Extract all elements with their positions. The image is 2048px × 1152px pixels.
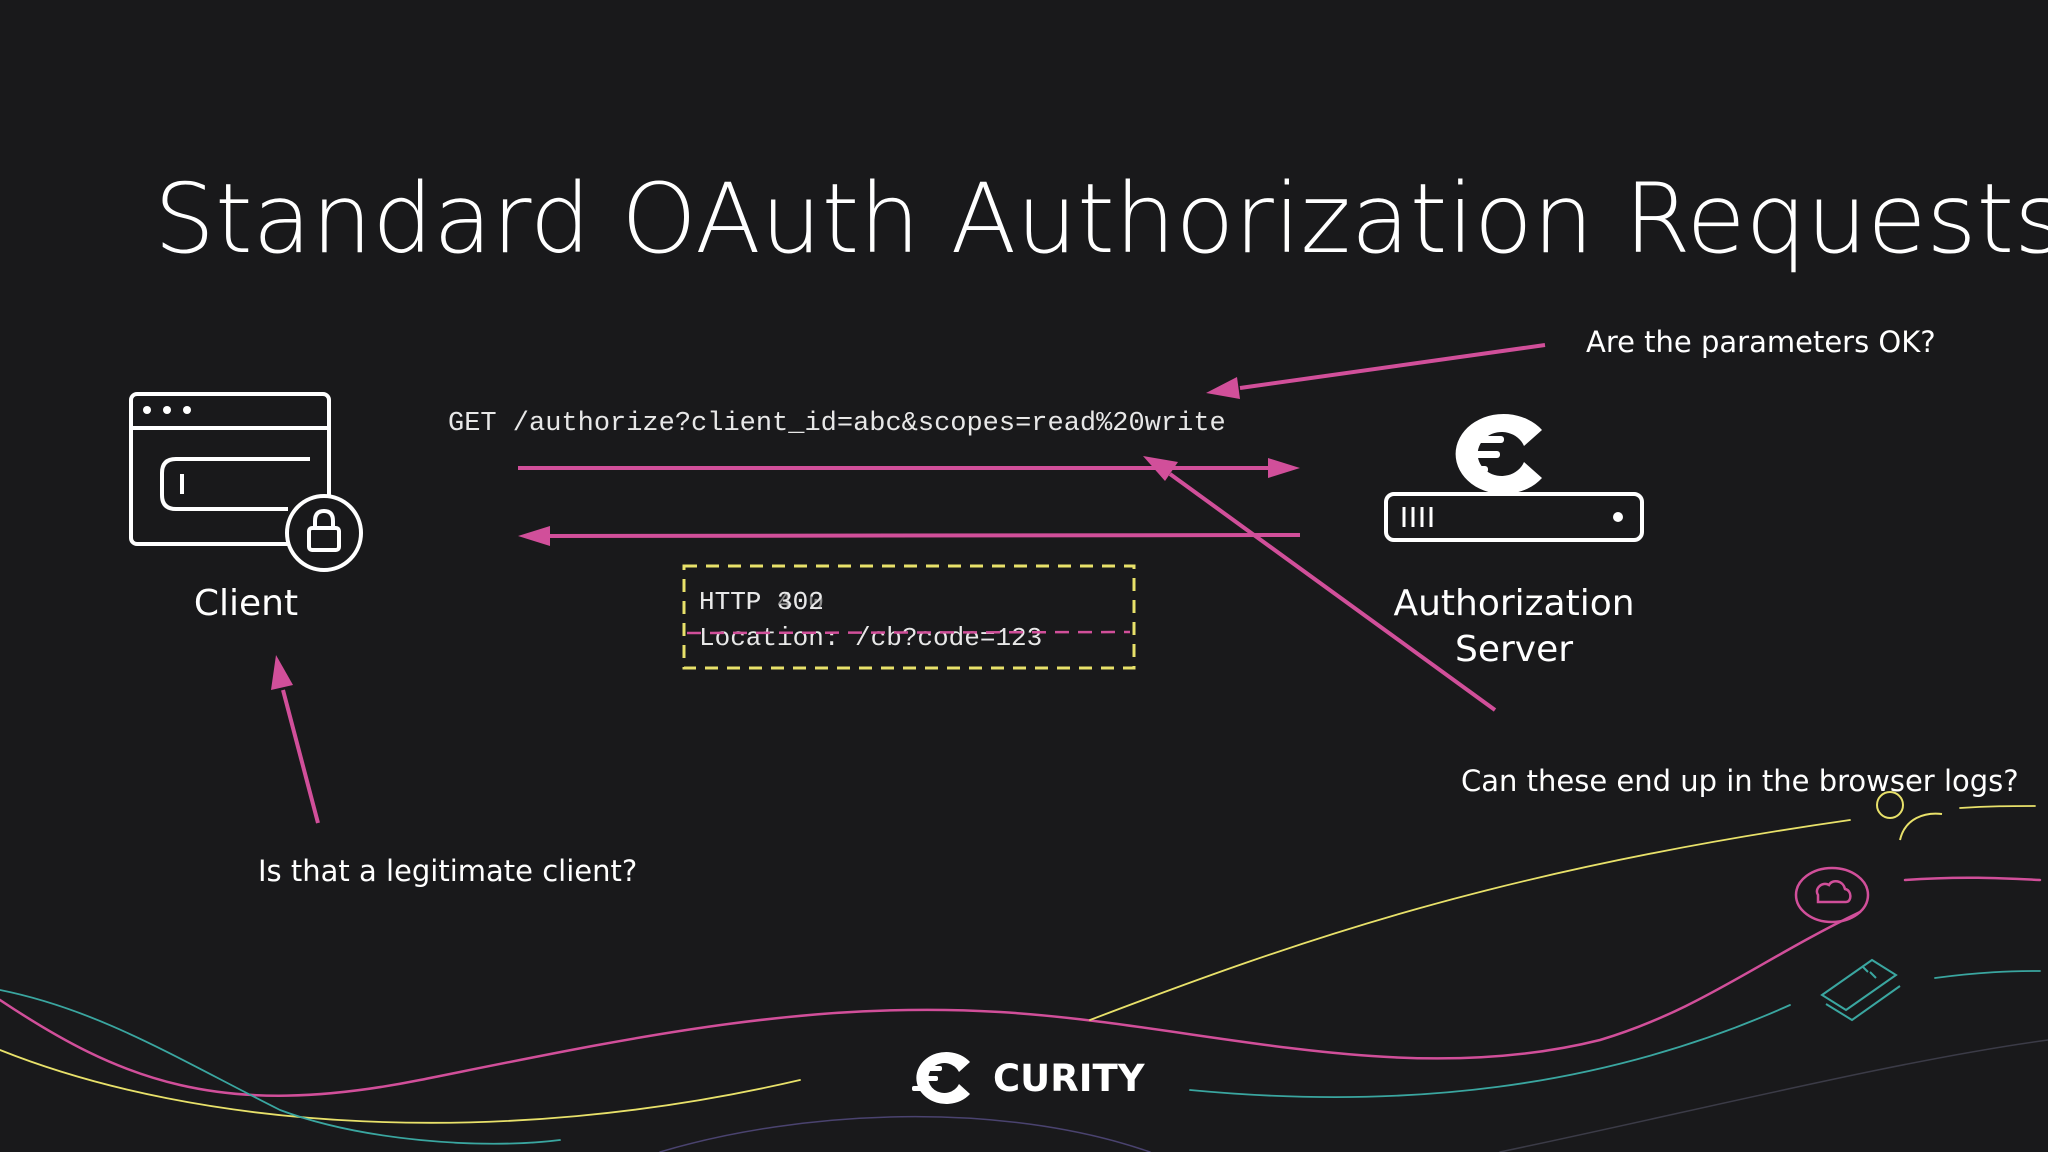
people-icon [1876,791,1943,841]
params-ok-arrow [1206,343,1546,399]
page-title: Standard OAuth Authorization Requests [154,163,2048,275]
curity-logo-icon [1455,414,1542,494]
wave-purple [659,1115,1151,1152]
server-icon [1384,414,1644,542]
browser-window-lock-icon [129,392,363,572]
legit-client-arrow [271,655,320,824]
cloud-badge-icon [1794,866,1870,924]
response-status-400: HTTP 400 [699,587,824,617]
wave-pink-bottom [0,910,1862,1097]
browser-logs-arrow [1143,456,1497,712]
location-strike-line [686,630,1131,635]
curity-logo-icon [912,1052,970,1104]
wave-teal-right [1189,1004,1791,1099]
footer-logo: CURITY [912,1052,1146,1104]
wave-yellow-rise [1089,819,1851,1021]
browser-logs-annotation: Can these end up in the browser logs? [1461,764,2019,798]
response-location: Location: /cb?code=123 [699,623,1042,653]
response-box [682,564,1136,670]
server-label-line1: Authorization [1393,583,1634,624]
request-arrow [518,458,1300,478]
wave-yellow-right [1959,805,2036,809]
client-label: Client [194,583,298,624]
wave-yellow-long [0,1049,801,1124]
params-ok-annotation: Are the parameters OK? [1586,325,1936,359]
wave-teal-far-right [1934,970,2041,979]
wave-pink-right [1903,876,2042,882]
request-url-text: GET /authorize?client_id=abc&scopes=read… [448,409,1226,439]
ticket-icon [1820,958,1901,1022]
server-label-line2: Server [1455,629,1573,670]
wave-gray [1499,1039,2048,1152]
wave-teal-left [0,989,561,1145]
background-waves [0,805,2048,1152]
legit-client-annotation: Is that a legitimate client? [258,854,637,888]
response-arrow [518,526,1301,546]
response-status-302: HTTP 302 [699,587,824,617]
brand-name: CURITY [993,1057,1146,1100]
